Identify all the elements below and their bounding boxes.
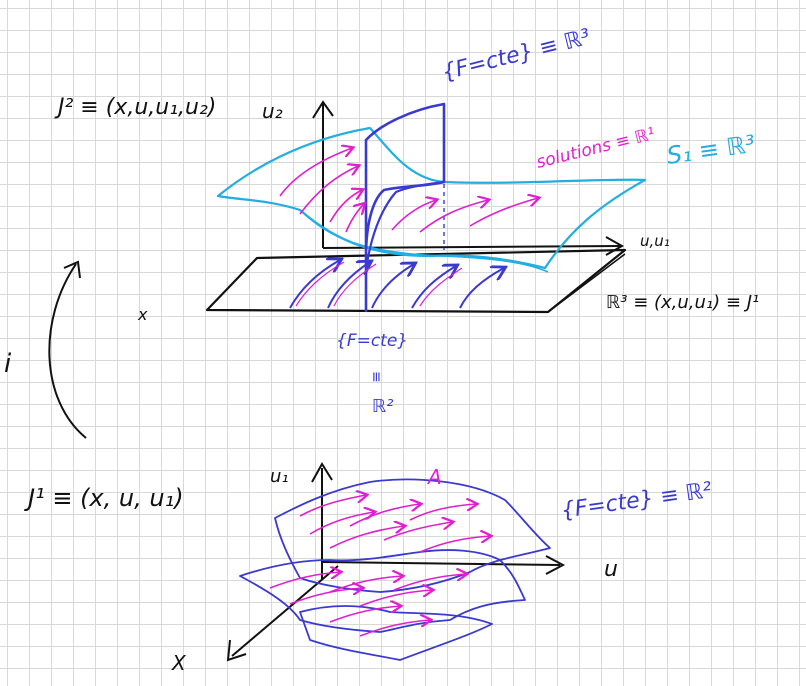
lifted-curves-base-shade <box>295 261 463 307</box>
flow-arrows-bottom <box>269 495 490 637</box>
x-axis-line <box>231 565 339 657</box>
solution-curves-upper <box>279 148 538 233</box>
inclusion-arrowhead <box>63 260 81 279</box>
label-j1-definition: J¹ ≡ (x, u, u₁) <box>24 484 184 512</box>
x-axis-arrowhead <box>226 639 247 662</box>
label-solutions-r1: solutions ≡ ℝ¹ <box>534 124 657 173</box>
label-r3-j1: ℝ³ ≡ (x,u,u₁) ≡ J¹ <box>606 292 759 313</box>
label-fiber-cte-base: {F=cte} <box>336 331 408 351</box>
label-equiv-symbol: ≡ <box>368 371 384 383</box>
label-inclusion-i: i <box>4 349 12 379</box>
label-fiber-r2: {F=cte} ≡ ℝ² <box>559 478 713 524</box>
label-u1-axis: u₁ <box>270 466 289 487</box>
base-plane-j1 <box>205 248 627 314</box>
label-r2: ℝ² <box>372 396 393 417</box>
u-axis-line <box>321 561 561 566</box>
u1-axis-arrowhead <box>311 462 333 483</box>
level-sheets-r2 <box>239 478 551 661</box>
inclusion-arrow-i <box>48 263 87 439</box>
fiber-sheet-intersection <box>364 180 445 271</box>
u2-axis-arrowhead <box>312 100 334 119</box>
lifted-curves-base <box>289 260 504 309</box>
label-a: A <box>426 465 442 489</box>
label-u2-axis: u₂ <box>262 99 283 123</box>
label-x-axis-top: x <box>137 305 148 324</box>
surface-s1-front-edge <box>299 209 549 273</box>
label-fiber-r3: {F=cte} ≡ ℝ³ <box>439 25 593 86</box>
uu1-axis-arrowhead <box>605 236 625 256</box>
label-x-axis-bottom: X <box>171 651 187 675</box>
u-axis-arrowhead <box>545 555 566 575</box>
base-plane-thickness <box>547 253 626 313</box>
label-uu1-axis: u,u₁ <box>640 232 670 250</box>
label-j2-definition: J² ≡ (x,u,u₁,u₂) <box>54 95 216 120</box>
label-u-axis: u <box>604 557 618 582</box>
label-s1-r3: S₁ ≡ ℝ³ <box>665 130 757 170</box>
